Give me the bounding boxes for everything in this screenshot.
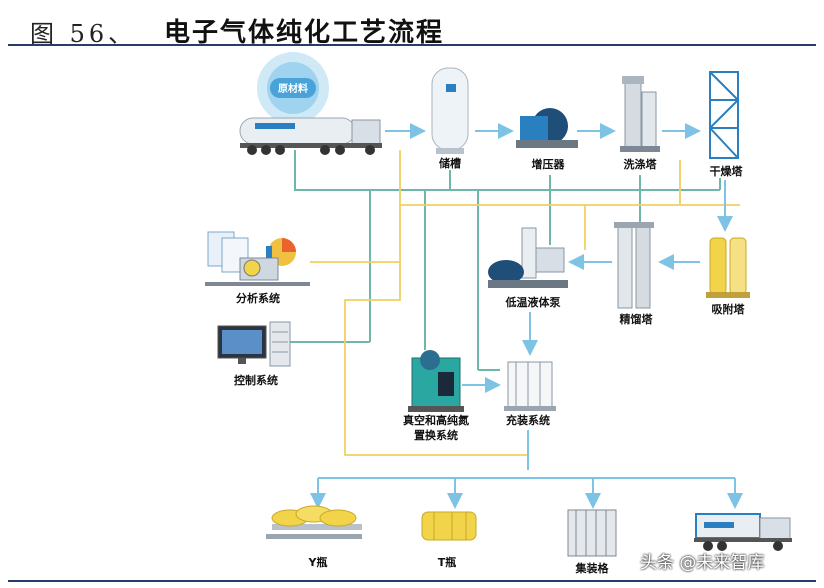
dryer-label: 干燥塔	[710, 164, 744, 178]
control-system: 控制系统	[217, 321, 291, 387]
bottom-rule	[8, 580, 816, 582]
dryer	[709, 71, 739, 159]
t-cylinders: T瓶	[421, 511, 477, 569]
filling-system: 充装系统	[504, 361, 556, 427]
raw-material-label: 原材料	[278, 82, 308, 95]
flow-arrows	[310, 123, 743, 509]
signal-lines	[310, 150, 740, 456]
watermark: 头条 @未来智库	[640, 553, 765, 573]
cylinder-bundle: 集装格	[567, 509, 617, 575]
figure-label: 图 56、	[30, 20, 137, 48]
bundle-label: 集装格	[575, 561, 610, 575]
filling-system-label: 充装系统	[506, 413, 550, 427]
storage-tank: 储槽	[431, 67, 469, 170]
title-bar: 图 56、 电子气体纯化工艺流程	[14, 8, 814, 48]
t-cylinder-label: T瓶	[438, 555, 457, 569]
storage-tank-label: 储槽	[439, 156, 461, 170]
analysis-system: 分析系统	[205, 231, 310, 305]
cryogenic-pump-label: 低温液体泵	[505, 295, 561, 309]
figure-title: 电子气体纯化工艺流程	[164, 18, 445, 48]
adsorption-tower: 吸附塔	[706, 237, 750, 316]
adsorption-tower-label: 吸附塔	[712, 302, 746, 316]
control-lines	[290, 150, 721, 371]
raw-material-tanker: 原材料	[239, 52, 382, 155]
control-system-label: 控制系统	[234, 373, 278, 387]
y-cylinders: Y瓶	[266, 505, 362, 569]
vacuum-system-label-line1: 真空和高纯氮	[403, 413, 469, 427]
rectification-tower-label: 精馏塔	[620, 312, 654, 326]
rectification-tower: 精馏塔	[614, 222, 654, 326]
scrubber: 洗涤塔	[620, 76, 660, 171]
booster-label: 增压器	[532, 157, 566, 171]
cryogenic-pump: 低温液体泵	[488, 227, 568, 309]
y-cylinder-label: Y瓶	[308, 555, 328, 569]
scrubber-label: 洗涤塔	[624, 157, 658, 171]
top-rule	[8, 44, 816, 46]
tube-trailer	[694, 513, 792, 551]
booster: 增压器	[516, 108, 578, 171]
analysis-system-label: 分析系统	[236, 291, 280, 305]
vacuum-system-label-line2: 置换系统	[414, 428, 458, 442]
vacuum-nitrogen-system: 真空和高纯氮 置换系统	[403, 350, 469, 442]
